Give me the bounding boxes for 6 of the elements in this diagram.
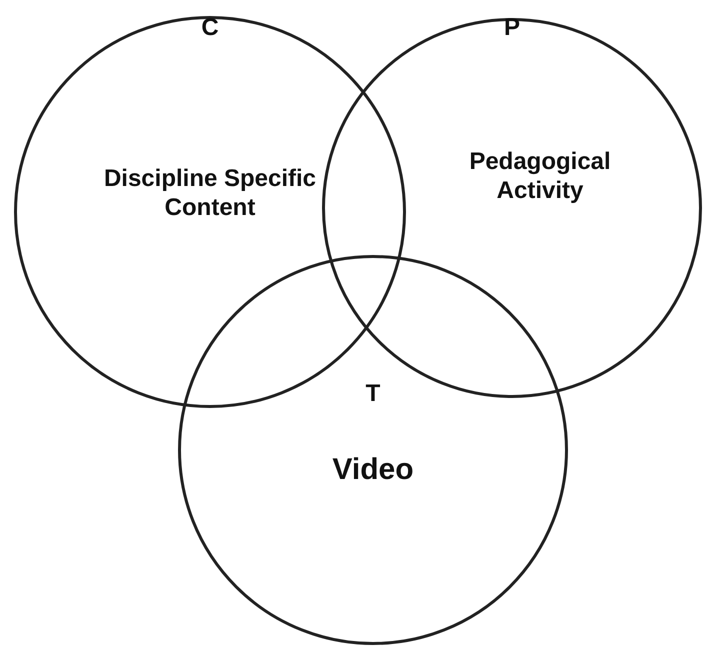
set-letter: T [364, 380, 382, 409]
set-label: Discipline Specific Content [102, 165, 318, 223]
set-letter: P [502, 14, 521, 43]
set-label: Pedagogical Activity [468, 148, 612, 206]
set-label: Video [331, 452, 415, 488]
set-letter: C [200, 14, 220, 43]
